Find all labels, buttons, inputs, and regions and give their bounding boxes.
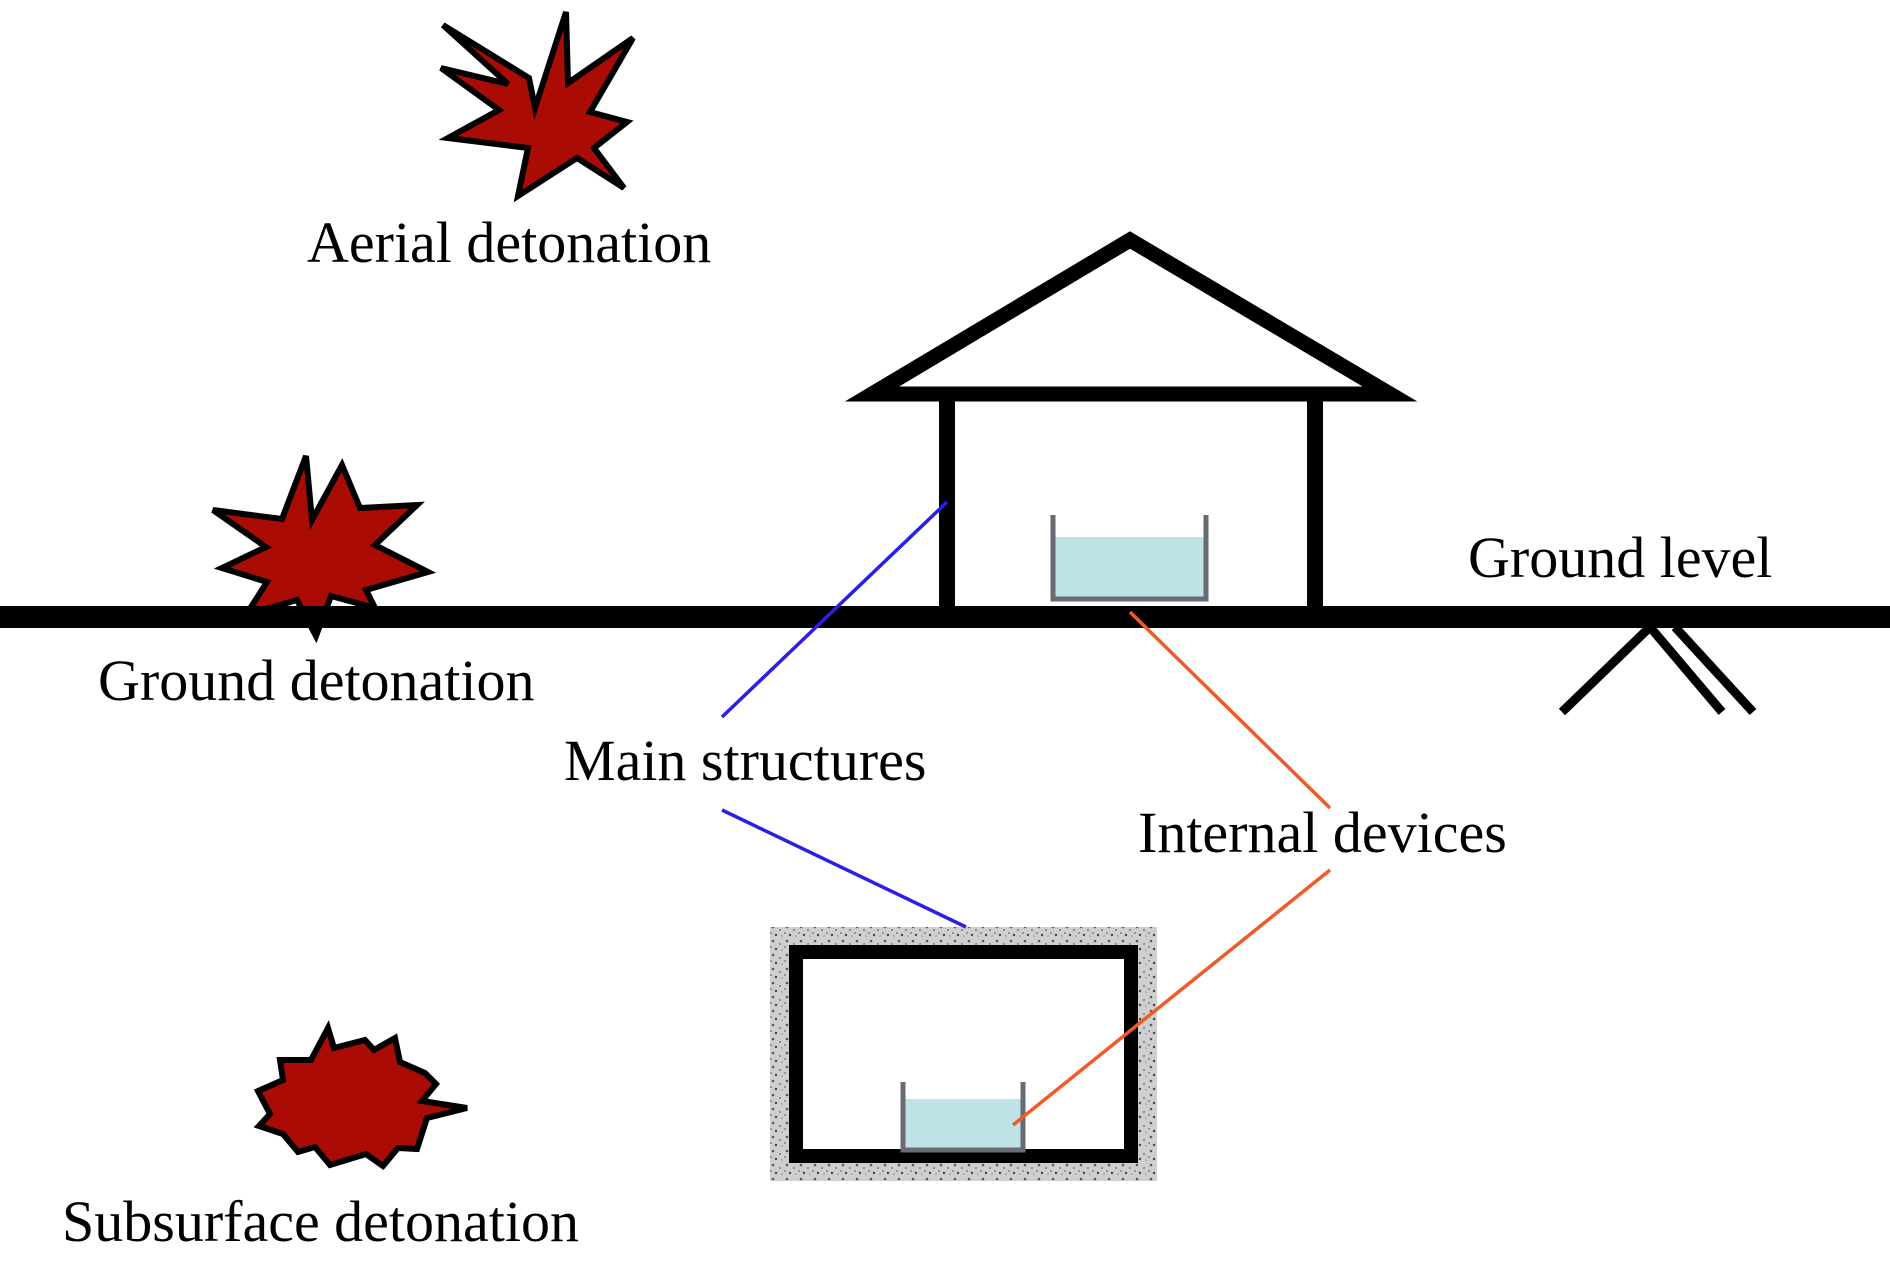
main-structures-leaders: [720, 500, 967, 929]
house-structure: [844, 231, 1418, 610]
house-device-frame: [1050, 515, 1209, 602]
main-structures-leader-bunker: [721, 808, 967, 929]
subsurface-detonation-label: Subsurface detonation: [62, 1189, 579, 1254]
house-device-liquid: [1055, 537, 1205, 598]
ground-burst-shape: [211, 454, 437, 644]
internal-devices-leader-bunker: [1011, 868, 1332, 1127]
house-roof: [844, 231, 1418, 402]
house-internal-device: [1050, 515, 1209, 602]
ground-detonation-label: Ground detonation: [98, 648, 535, 713]
internal-devices-leader-house: [1128, 610, 1332, 810]
aerial-explosion-icon: [438, 11, 636, 203]
main-structures-label: Main structures: [564, 728, 926, 793]
subsurface-explosion-icon: [253, 1020, 468, 1171]
aerial-burst-shape: [438, 11, 636, 203]
ground-level-label: Ground level: [1468, 525, 1772, 590]
ground-hatch-icon: [1558, 623, 1757, 716]
bunker-device-liquid: [904, 1099, 1022, 1148]
internal-devices-label: Internal devices: [1138, 800, 1507, 865]
ground-explosion-icon: [211, 454, 437, 644]
aerial-detonation-label: Aerial detonation: [307, 210, 711, 275]
subsurface-burst-shape: [253, 1020, 468, 1171]
main-structures-leader-house: [720, 500, 949, 719]
bunker-internal-device: [900, 1082, 1026, 1153]
underground-bunker: [770, 927, 1157, 1181]
internal-devices-leaders: [1011, 610, 1332, 1127]
